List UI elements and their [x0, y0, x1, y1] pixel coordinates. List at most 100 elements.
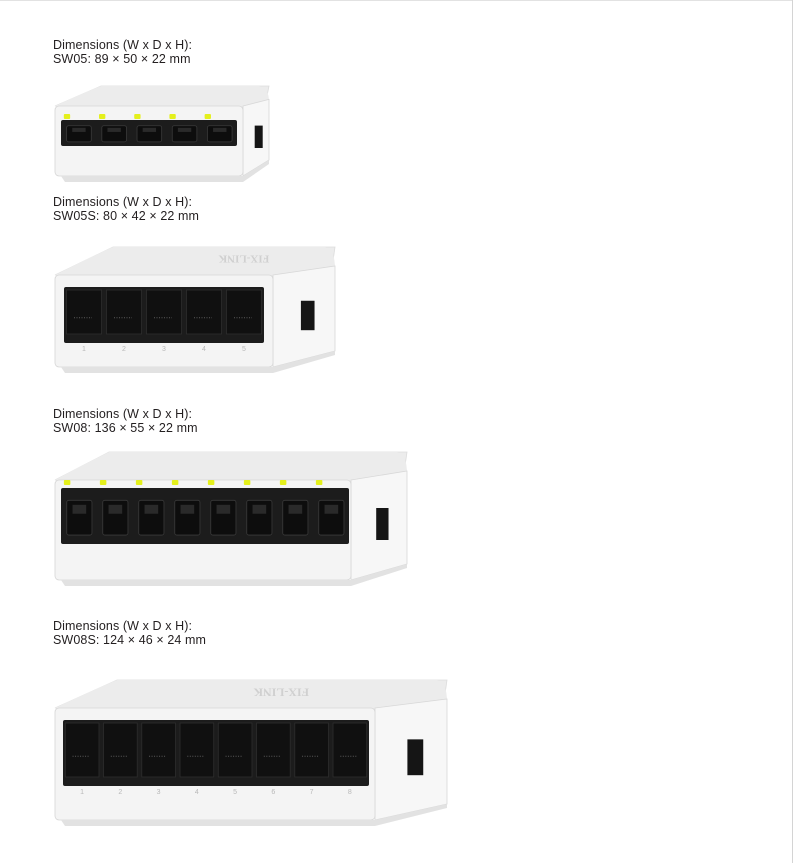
port-latch — [252, 504, 267, 514]
rj45-port — [99, 480, 129, 536]
port-socket — [141, 722, 176, 778]
switch-top-highlight — [55, 247, 335, 281]
dimensions-label: Dimensions (W x D x H): — [53, 195, 193, 209]
link-led — [204, 114, 211, 119]
port-latch — [216, 504, 231, 514]
switch-top-highlight — [55, 680, 447, 714]
rj45-port — [171, 480, 201, 536]
rj45-port — [63, 480, 93, 536]
port-number-label: 5 — [242, 346, 246, 353]
switch-bottom-edge — [61, 160, 269, 182]
dimensions-label: Dimensions (W x D x H): — [53, 407, 193, 421]
switch-bottom-edge — [61, 351, 335, 373]
port-number-label: 6 — [271, 789, 275, 796]
rj45-port: 3 — [146, 289, 183, 353]
rj45-port — [135, 480, 165, 536]
switch-sw05-svg — [54, 85, 270, 182]
port-number-label: 2 — [118, 789, 122, 796]
dimensions-label: Dimensions (W x D x H): — [53, 38, 193, 52]
port-latch — [144, 504, 159, 514]
rj45-port — [204, 114, 233, 143]
port-latch — [108, 504, 123, 514]
link-led — [134, 114, 141, 119]
rj45-port: 4 — [185, 289, 222, 353]
rj45-port: 5 — [225, 289, 262, 353]
port-socket — [146, 289, 183, 335]
spec-block-sw08: Dimensions (W x D x H): SW08: 136 × 55 ×… — [53, 407, 198, 435]
port-socket — [217, 722, 253, 778]
port-latch — [180, 504, 195, 514]
port-panel — [61, 488, 349, 544]
port-number-label: 4 — [202, 346, 206, 353]
switch-body: FIX-LINK 1 2 3 4 5 6 7 8 — [54, 679, 448, 826]
port-latch — [142, 127, 157, 132]
spec-block-sw05: Dimensions (W x D x H): SW05: 89 × 50 × … — [53, 38, 193, 66]
port-latch — [72, 127, 86, 132]
switch-image-sw05 — [53, 84, 273, 188]
dimensions-label: Dimensions (W x D x H): — [53, 619, 193, 633]
port-number-label: 4 — [195, 789, 199, 796]
link-led — [171, 480, 179, 485]
link-led — [99, 480, 107, 485]
switch-top-highlight — [55, 452, 407, 486]
port-socket — [256, 722, 291, 778]
rj45-port: 2 — [106, 289, 143, 353]
port-latch — [288, 504, 303, 514]
dc-power-jack — [300, 300, 315, 331]
port-socket — [103, 722, 138, 778]
port-number-label: 1 — [80, 789, 84, 796]
dc-power-jack — [254, 125, 263, 148]
switch-bottom-edge — [61, 564, 407, 586]
rj45-port: 4 — [179, 722, 215, 796]
switch-body — [54, 85, 270, 182]
rj45-port — [169, 114, 198, 143]
link-led — [279, 480, 287, 485]
switch-bottom-edge — [61, 804, 447, 826]
link-led — [315, 480, 323, 485]
spec-block-sw05s: Dimensions (W x D x H): SW05S: 80 × 42 ×… — [53, 195, 200, 223]
rj45-port: 5 — [217, 722, 253, 796]
port-socket — [225, 289, 262, 335]
port-socket — [185, 289, 222, 335]
switch-sw08s-svg: FIX-LINK 1 2 3 4 5 6 7 8 — [54, 679, 448, 826]
port-number-label: 8 — [348, 789, 352, 796]
rj45-port: 8 — [332, 722, 368, 796]
spec-text: SW08: 136 × 55 × 22 mm — [53, 420, 198, 435]
port-latch — [107, 127, 121, 132]
rj45-port — [207, 480, 237, 536]
port-socket — [106, 289, 143, 335]
rj45-port — [134, 114, 163, 143]
rj45-port: 7 — [294, 722, 329, 796]
spec-text: SW05S: 80 × 42 × 22 mm — [53, 208, 200, 223]
link-led — [207, 480, 215, 485]
rj45-port: 3 — [141, 722, 176, 796]
port-number-label: 7 — [310, 789, 314, 796]
link-led — [135, 480, 143, 485]
port-latch — [177, 127, 192, 132]
switch-top-highlight — [55, 86, 269, 112]
rj45-port: 1 — [65, 289, 103, 353]
switch-sw08-svg — [54, 451, 408, 586]
spec-block-sw08s: Dimensions (W x D x H): SW08S: 124 × 46 … — [53, 619, 207, 647]
port-socket — [294, 722, 329, 778]
port-panel — [63, 720, 369, 786]
port-latch — [213, 127, 227, 132]
brand-logo: FIX-LINK — [253, 686, 309, 700]
port-latch — [324, 504, 339, 514]
link-led — [99, 114, 106, 119]
dc-power-jack — [407, 739, 424, 776]
port-socket — [179, 722, 215, 778]
rj45-port: 2 — [103, 722, 138, 796]
rj45-port — [63, 114, 92, 143]
port-number-label: 2 — [122, 346, 126, 353]
port-number-label: 3 — [157, 789, 161, 796]
switch-image-sw08 — [53, 450, 413, 592]
spec-text: SW05: 89 × 50 × 22 mm — [53, 51, 191, 66]
spec-text: SW08S: 124 × 46 × 24 mm — [53, 632, 207, 647]
port-socket — [64, 722, 100, 778]
port-number-label: 3 — [162, 346, 166, 353]
rj45-port — [99, 114, 127, 143]
port-latch — [72, 504, 87, 514]
switch-body — [54, 451, 408, 586]
